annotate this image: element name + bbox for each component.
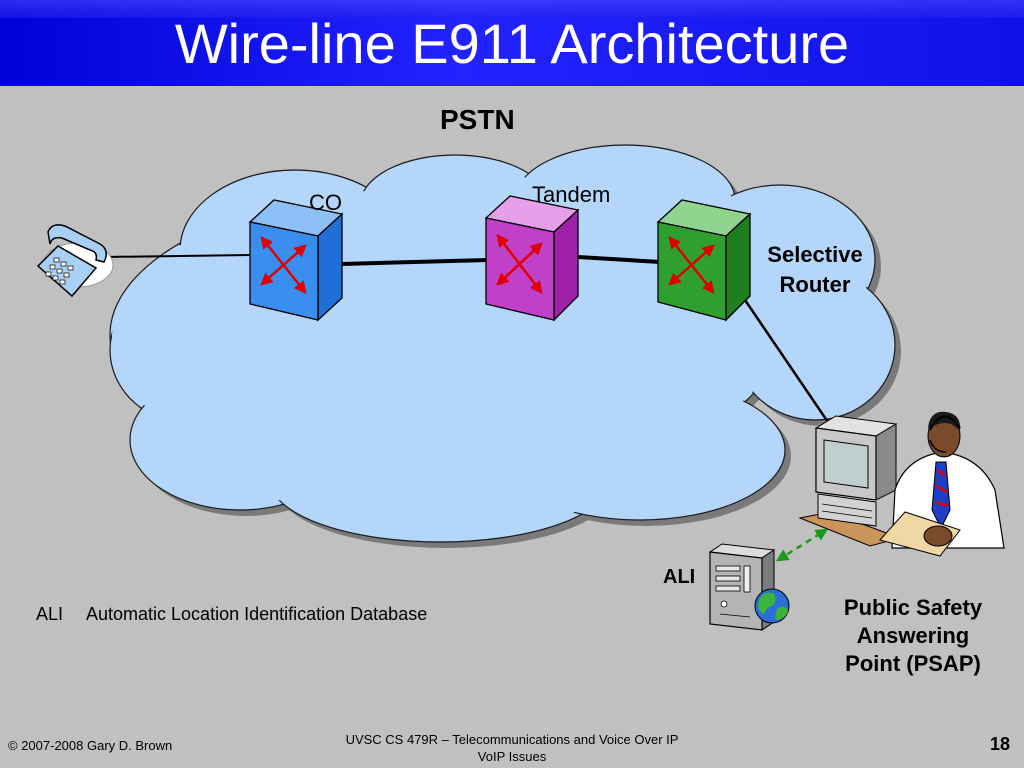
co-switch-icon — [248, 199, 344, 322]
psap-label: Public Safety Answering Point (PSAP) — [818, 594, 1008, 678]
co-tandem-link — [341, 258, 489, 266]
psap-computer-icon — [798, 415, 902, 547]
title-bar: Wire-line E911 Architecture — [0, 0, 1024, 86]
tandem-switch-icon — [484, 195, 580, 322]
ali-server-icon — [708, 543, 776, 631]
tandem-label: Tandem — [532, 182, 611, 207]
globe-icon — [754, 588, 790, 624]
router-psap-link — [743, 299, 834, 429]
selective-router-label-line2: Router — [779, 272, 851, 297]
ali-psap-link — [775, 528, 829, 562]
selective-router-label: Selective Router — [752, 240, 878, 300]
phone-co-link — [104, 254, 251, 258]
footer-copyright: © 2007-2008 Gary D. Brown — [8, 738, 173, 753]
legend-term: ALI — [36, 604, 64, 624]
telephone-icon — [36, 224, 114, 298]
selective-router-icon — [656, 199, 752, 322]
slide-title: Wire-line E911 Architecture — [174, 12, 850, 75]
psap-label-line2: Answering — [856, 623, 970, 648]
pstn-label: PSTN — [440, 104, 515, 135]
psap-label-line1: Public Safety — [843, 595, 983, 620]
ali-label: ALI — [663, 566, 696, 588]
title-shine — [0, 0, 1024, 18]
tandem-router-link — [577, 255, 661, 264]
selective-router-label-line1: Selective — [767, 242, 863, 267]
footer-center: UVSC CS 479R – Telecommunications and Vo… — [262, 731, 762, 765]
psap-label-line3: Point (PSAP) — [845, 651, 981, 676]
psap-operator-icon — [879, 411, 1005, 557]
footer-course: UVSC CS 479R – Telecommunications and Vo… — [345, 732, 679, 747]
footer-page-number: 18 — [990, 734, 1011, 754]
footer-topic: VoIP Issues — [477, 749, 547, 764]
legend-definition: Automatic Location Identification Databa… — [86, 604, 428, 624]
co-label: CO — [309, 190, 342, 215]
